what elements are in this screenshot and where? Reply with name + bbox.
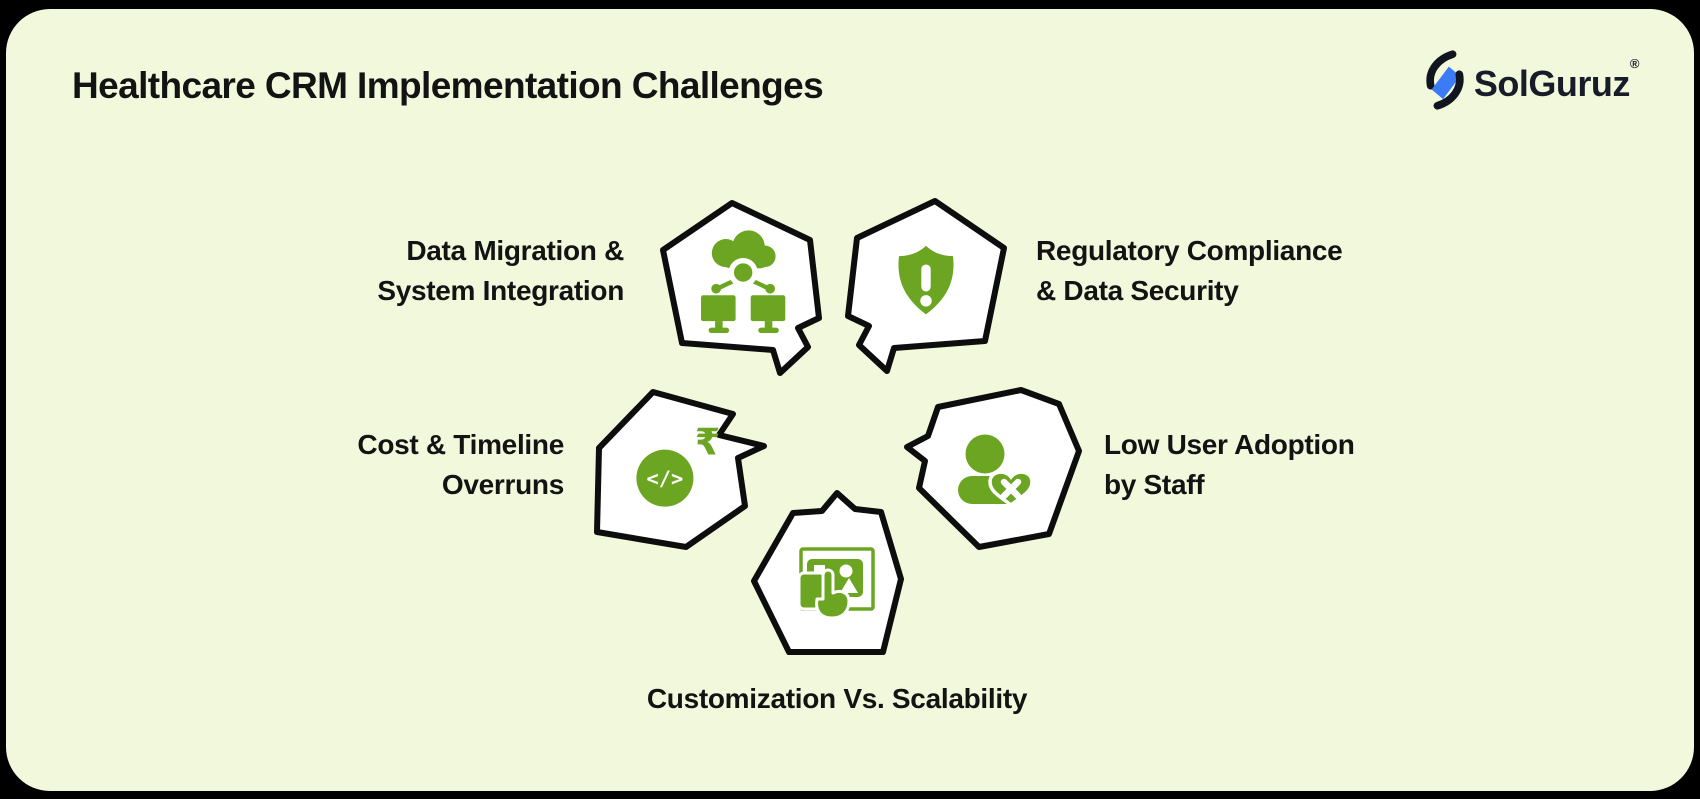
label-line: Overruns (441, 469, 564, 500)
challenge-label-adoption: Low User Adoption by Staff (1104, 425, 1355, 505)
challenge-hexagon-customization (746, 487, 911, 659)
brand-text: SolGuruz (1473, 62, 1631, 104)
tap-customize-icon (797, 547, 875, 620)
challenge-hexagon-cost: ₹ </> (594, 389, 769, 551)
challenge-hexagon-data-migration (656, 199, 822, 377)
challenge-label-compliance: Regulatory Compliance & Data Security (1036, 231, 1343, 311)
label-line: Low User Adoption (1104, 429, 1355, 460)
label-line: & Data Security (1036, 275, 1239, 306)
shield-alert-icon (898, 245, 954, 315)
challenge-hexagon-adoption (902, 385, 1084, 552)
brand-logo: SolGuruz® (1424, 49, 1640, 111)
label-line: Data Migration & (406, 235, 624, 266)
challenge-label-data-migration: Data Migration & System Integration (377, 231, 624, 311)
challenge-hexagon-compliance (845, 197, 1011, 375)
page-title: Healthcare CRM Implementation Challenges (72, 65, 824, 106)
brand-name: SolGuruz® (1473, 55, 1640, 105)
challenge-label-customization: Customization Vs. Scalability (646, 679, 1028, 719)
svg-text:₹: ₹ (695, 421, 721, 464)
solguruz-bolt-icon (1426, 50, 1464, 110)
svg-text:</>: </> (647, 466, 684, 490)
user-heart-decline-icon (958, 434, 1034, 508)
label-line: by Staff (1104, 469, 1205, 500)
label-line: Cost & Timeline (357, 429, 564, 460)
hexagon-bubble (660, 200, 822, 376)
label-line: Customization Vs. Scalability (646, 683, 1028, 714)
label-line: System Integration (377, 275, 624, 306)
infographic-card: Healthcare CRM Implementation Challenges… (6, 9, 1694, 791)
challenge-label-cost: Cost & Timeline Overruns (357, 425, 564, 505)
cloud-network-icon (701, 230, 786, 333)
rupee-code-icon: ₹ </> (636, 421, 721, 507)
label-line: Regulatory Compliance (1036, 235, 1343, 266)
registered-mark: ® (1629, 55, 1640, 71)
